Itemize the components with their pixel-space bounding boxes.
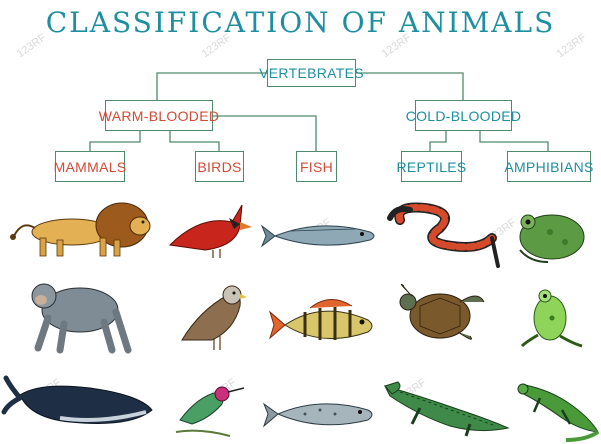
salamander-icon xyxy=(518,384,598,440)
lion-icon xyxy=(10,203,150,256)
cod-icon xyxy=(264,404,372,426)
mackerel-icon xyxy=(262,226,374,246)
crocodile-icon xyxy=(385,382,508,436)
hummingbird-icon xyxy=(176,387,244,436)
snake-icon xyxy=(390,208,498,267)
perch-icon xyxy=(270,299,372,340)
cardinal-icon xyxy=(170,205,252,258)
toad-icon xyxy=(520,215,584,262)
frog-icon xyxy=(522,290,582,346)
whale-icon xyxy=(4,378,152,424)
sparrow-icon xyxy=(182,286,247,350)
sea-turtle-icon xyxy=(400,284,484,339)
chimpanzee-icon xyxy=(32,284,128,350)
